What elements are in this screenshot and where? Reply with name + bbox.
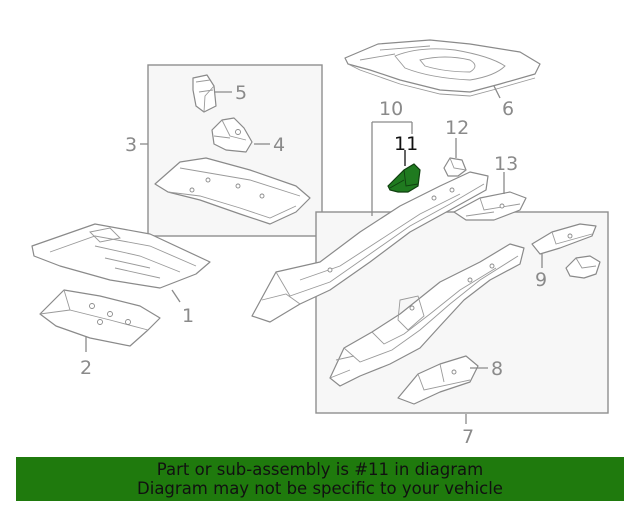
leader-1: [171, 289, 181, 303]
part-13-extension[interactable]: [453, 191, 527, 221]
callout-1: 1: [182, 305, 194, 327]
callout-10: 10: [379, 98, 403, 120]
callout-2: 2: [80, 357, 92, 379]
parts-diagram: 1 2 3 4 5 6 7 8 9 10 11 12 13: [31, 39, 609, 448]
part-5-bracket[interactable]: [192, 74, 217, 113]
part-1-floor-pan[interactable]: [31, 223, 211, 289]
part-3-crossmember[interactable]: [154, 157, 311, 225]
part-4-bracket[interactable]: [211, 117, 253, 153]
callout-5: 5: [235, 82, 247, 104]
callout-4: 4: [273, 134, 285, 156]
callout-11: 11: [394, 133, 418, 155]
part-6-rear-floor-pan[interactable]: [344, 39, 541, 97]
callout-7: 7: [462, 426, 474, 448]
leader-10: [371, 121, 413, 216]
part-2-reinforcement[interactable]: [39, 289, 161, 347]
part-9-clip[interactable]: [565, 255, 601, 279]
callout-8: 8: [491, 358, 503, 380]
callout-6: 6: [502, 98, 514, 120]
part-9-bracket[interactable]: [531, 223, 597, 255]
callout-12: 12: [445, 117, 469, 139]
callout-13: 13: [494, 153, 518, 175]
part-12-clip[interactable]: [443, 157, 467, 177]
callout-3: 3: [125, 134, 137, 156]
part-11-bracket-highlighted[interactable]: [387, 163, 421, 193]
part-10-side-rail[interactable]: [251, 171, 489, 323]
info-banner: Part or sub-assembly is #11 in diagram D…: [16, 457, 624, 501]
part-7-rail-assembly[interactable]: [329, 243, 525, 387]
banner-line-2: Diagram may not be specific to your vehi…: [137, 479, 503, 498]
leader-6: [493, 85, 501, 99]
callout-9: 9: [535, 269, 547, 291]
part-8-reinforcement[interactable]: [397, 355, 479, 405]
banner-line-1: Part or sub-assembly is #11 in diagram: [156, 460, 484, 479]
